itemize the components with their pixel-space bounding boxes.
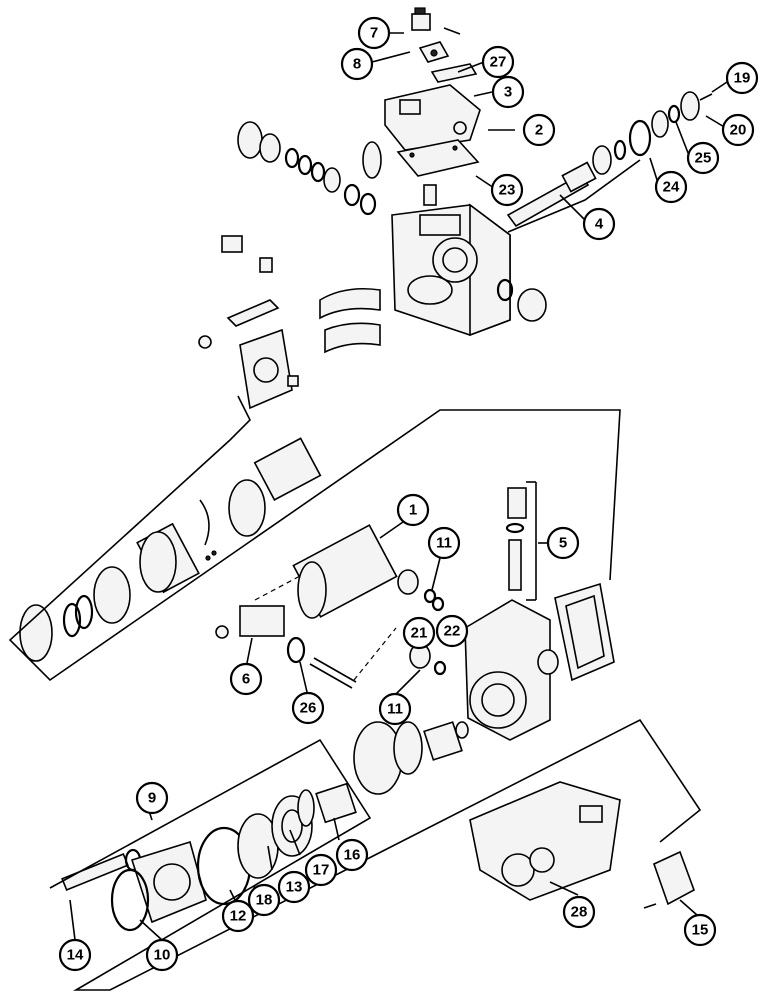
- callout-label: 28: [571, 904, 588, 921]
- callout-label: 23: [499, 182, 516, 199]
- callout-label: 11: [436, 535, 452, 552]
- shaft-4: [506, 91, 713, 228]
- pin-26: [309, 627, 397, 689]
- valve-spool: [362, 141, 437, 206]
- callout-1: 1: [396, 493, 430, 527]
- cover-15: [643, 850, 695, 909]
- callout-3: 3: [491, 75, 525, 109]
- control-cover-2: [384, 84, 481, 151]
- callout-14: 14: [58, 938, 92, 972]
- port-elbow-6: [215, 575, 306, 664]
- callout-28: 28: [562, 895, 596, 929]
- callout-label: 11: [387, 701, 403, 718]
- callout-17: 17: [304, 853, 338, 887]
- callout-label: 25: [695, 150, 712, 167]
- callout-19: 19: [725, 61, 759, 95]
- callout-label: 17: [313, 862, 330, 879]
- callout-label: 14: [67, 947, 84, 964]
- plate-8: [418, 41, 450, 63]
- callout-label: 15: [692, 922, 709, 939]
- callout-label: 22: [444, 623, 461, 640]
- lower-charge-pump-9: [61, 782, 357, 932]
- callout-7: 7: [357, 16, 391, 50]
- callout-label: 6: [242, 671, 250, 688]
- callout-25: 25: [686, 141, 720, 175]
- callout-21: 21: [402, 616, 436, 650]
- fittings-11-21-22: [397, 569, 447, 676]
- callout-label: 7: [370, 25, 378, 42]
- callout-label: 24: [663, 179, 680, 196]
- gasket-plate: [554, 582, 615, 682]
- callout-label: 9: [148, 790, 156, 807]
- callout-27: 27: [481, 45, 515, 79]
- callout-24: 24: [654, 170, 688, 204]
- callout-label: 2: [535, 122, 543, 139]
- callout-label: 3: [504, 84, 512, 101]
- callout-label: 8: [353, 56, 361, 73]
- callout-label: 20: [730, 122, 747, 139]
- callout-label: 10: [154, 947, 171, 964]
- left-port-fittings: [237, 121, 377, 216]
- callout-11-lower: 11: [378, 692, 412, 726]
- callout-label: 16: [344, 847, 361, 864]
- callout-label: 21: [411, 625, 428, 642]
- rear-housing: [464, 599, 559, 741]
- right-port-fitting: [496, 278, 547, 322]
- callout-20: 20: [721, 113, 755, 147]
- callout-18: 18: [247, 883, 281, 917]
- callout-22: 22: [435, 614, 469, 648]
- callout-26: 26: [291, 691, 325, 725]
- callout-23: 23: [490, 173, 524, 207]
- relief-valve-5: [505, 481, 537, 601]
- callout-13: 13: [277, 870, 311, 904]
- swashplate-bearings: [319, 287, 381, 354]
- callout-10: 10: [145, 938, 179, 972]
- end-plate-upper: [239, 328, 299, 410]
- rotating-group-1: [292, 524, 398, 619]
- charge-pump-group: [353, 721, 469, 795]
- callout-16: 16: [335, 838, 369, 872]
- callout-12: 12: [221, 899, 255, 933]
- gasket-23: [396, 139, 480, 177]
- callout-8: 8: [340, 47, 374, 81]
- callout-6: 6: [229, 662, 263, 696]
- callout-2: 2: [522, 113, 556, 147]
- upper-pump-housing: [391, 203, 511, 337]
- plate-27: [430, 63, 478, 83]
- callout-label: 18: [256, 892, 273, 909]
- leader-lines: [8, 32, 728, 991]
- callout-9: 9: [135, 781, 169, 815]
- callout-label: 1: [409, 502, 417, 519]
- callout-4: 4: [582, 207, 616, 241]
- callout-label: 13: [286, 879, 303, 896]
- callout-15: 15: [683, 913, 717, 947]
- callout-label: 4: [595, 216, 604, 233]
- callout-label: 26: [300, 700, 317, 717]
- callout-label: 12: [230, 908, 247, 925]
- callout-label: 5: [559, 535, 567, 552]
- callout-label: 19: [734, 70, 751, 87]
- callout-11-upper: 11: [427, 526, 461, 560]
- callout-label: 27: [490, 54, 507, 71]
- lever-assembly: [198, 235, 280, 349]
- callout-5: 5: [546, 526, 580, 560]
- pump-assembly-28: [469, 781, 621, 901]
- solenoid-7: [411, 7, 461, 35]
- rotating-group-upper: [19, 437, 322, 662]
